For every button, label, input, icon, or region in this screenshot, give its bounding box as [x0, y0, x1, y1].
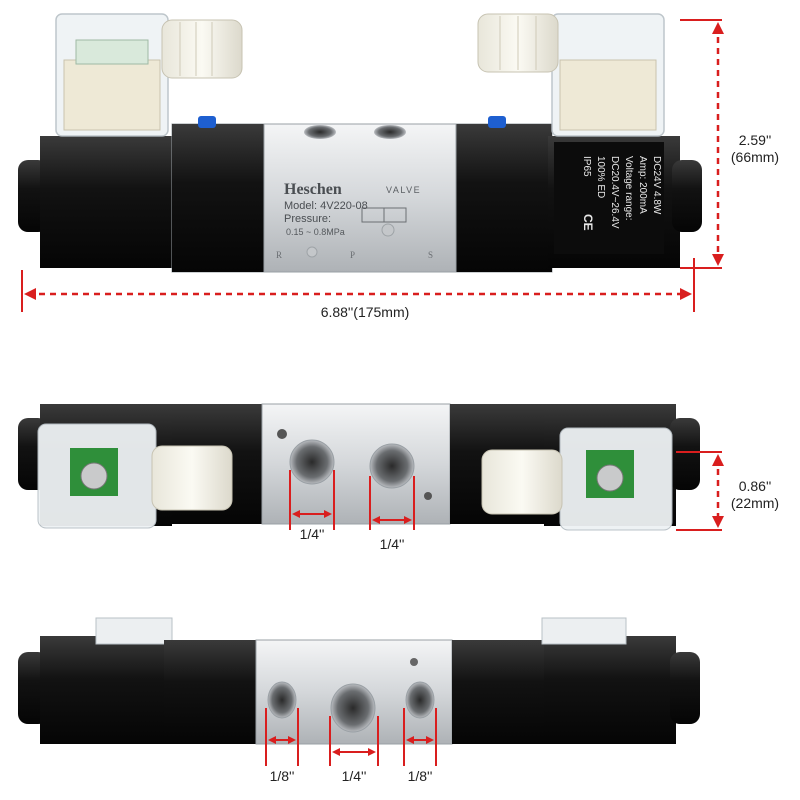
coil-line-4: DC20.4V~26.4V — [609, 156, 620, 229]
blue-manual-override-left — [198, 116, 216, 128]
coil-line-3: Voltage range: — [623, 156, 634, 221]
port-s-label: S — [428, 250, 433, 260]
side-port-left — [289, 439, 335, 485]
bottom-port-left — [267, 681, 297, 719]
bottom-port-label-left: 1/8'' — [269, 768, 295, 784]
depth-dimension-label: 0.86'' (22mm) — [722, 478, 788, 512]
height-dimension — [680, 19, 724, 269]
height-inches: 2.59'' — [738, 132, 772, 148]
blue-manual-override-right — [488, 116, 506, 128]
pressure-range-text: 0.15 ~ 0.8MPa — [286, 227, 345, 237]
ce-mark: CE — [581, 214, 595, 231]
pressure-title-text: Pressure: — [284, 213, 331, 225]
length-dimension-label: 6.88''(175mm) — [300, 304, 430, 321]
valve-word-text: VALVE — [386, 185, 421, 195]
coil-line-1: DC24V 4.8W — [651, 156, 662, 215]
bottom-port-label-center: 1/4'' — [341, 768, 367, 784]
depth-dimension — [676, 451, 724, 531]
bottom-port-label-right: 1/8'' — [407, 768, 433, 784]
bottom-port-center — [330, 683, 376, 733]
middle-port-label-right: 1/4'' — [379, 536, 405, 552]
bottom-port-dimensions — [265, 708, 437, 766]
brand-text: Heschen — [284, 181, 342, 198]
coil-line-5: 100% ED — [595, 156, 606, 198]
right-push-fitting — [672, 160, 702, 232]
valve-side-view — [18, 403, 700, 531]
length-text: 6.88''(175mm) — [320, 304, 410, 320]
height-dimension-label: 2.59'' (66mm) — [722, 132, 788, 166]
middle-port-dimensions — [289, 470, 415, 530]
left-coil-cap — [161, 19, 243, 79]
port-p-label: P — [350, 250, 355, 260]
coil-line-2: Amp: 200mA — [637, 156, 648, 214]
coil-line-6: IP65 — [581, 156, 592, 177]
bottom-port-right — [405, 681, 435, 719]
valve-bottom-view — [18, 617, 700, 745]
valve-nameplate: Heschen VALVE Model: 4V220-08 Pressure: … — [276, 181, 433, 260]
height-mm: (66mm) — [730, 149, 780, 165]
side-port-right — [369, 443, 415, 489]
valve-top-view — [18, 13, 702, 273]
length-dimension — [21, 258, 695, 312]
model-text: Model: 4V220-08 — [284, 200, 368, 212]
coil-specification-label: DC24V 4.8W Amp: 200mA Voltage range: DC2… — [581, 156, 662, 231]
middle-port-label-left: 1/4'' — [299, 526, 325, 542]
depth-mm: (22mm) — [730, 495, 780, 511]
left-solenoid — [40, 136, 172, 268]
port-r-label: R — [276, 250, 282, 260]
depth-inches: 0.86'' — [738, 478, 772, 494]
